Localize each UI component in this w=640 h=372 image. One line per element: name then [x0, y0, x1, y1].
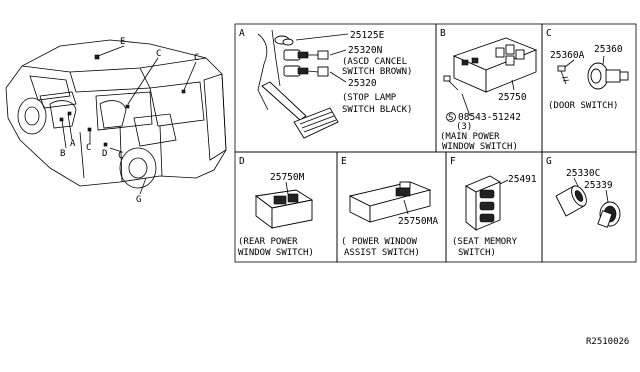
part-25330c: 25330C — [566, 168, 600, 179]
part-25491: 25491 — [508, 174, 537, 185]
callout-e: E — [120, 37, 125, 47]
part-25320n: 25320N — [348, 45, 383, 56]
callout-b: B — [60, 149, 65, 159]
panel-b: B 25750 S 08543-51242 (3) (MAIN POWER WI… — [440, 28, 538, 152]
panel-c-letter: C — [546, 28, 552, 39]
caption-d-1: (REAR POWER — [238, 237, 298, 247]
callout-c-3: C — [86, 143, 91, 153]
part-25360a: 25360A — [550, 50, 585, 61]
bolt-qty: (3) — [456, 122, 472, 132]
diagram-reference-code: R2510026 — [586, 337, 629, 347]
part-25339: 25339 — [584, 180, 613, 191]
part-25125e: 25125E — [350, 30, 385, 41]
caption-b-2: WINDOW SWITCH) — [442, 142, 518, 152]
panel-d: D 25750M (REAR POWER WINDOW SWITCH) — [238, 156, 314, 258]
callout-c-4: C — [118, 151, 123, 161]
bolt-symbol: S — [448, 113, 453, 123]
caption-d-2: WINDOW SWITCH) — [238, 248, 314, 258]
caption-f-2: SWITCH) — [458, 248, 496, 258]
part-25320: 25320 — [348, 78, 377, 89]
note-stop-2: SWITCH BLACK) — [342, 105, 412, 115]
panel-d-letter: D — [239, 156, 245, 167]
callout-g: G — [136, 195, 141, 205]
caption-f-1: (SEAT MEMORY — [452, 237, 518, 247]
panel-a: A 25125E 25320N (ASCD CANCEL SWITCH BROW… — [239, 28, 412, 139]
callout-a: A — [70, 139, 76, 149]
panel-e: E 25750MA ( POWER WINDOW ASSIST SWITCH) — [341, 156, 438, 258]
panel-b-letter: B — [440, 28, 446, 39]
note-stop-1: (STOP LAMP — [342, 93, 397, 103]
panel-c: C 25360A 25360 (DOOR SWITCH) — [546, 28, 629, 111]
part-25750: 25750 — [498, 92, 527, 103]
panel-g: G 25330C 25339 — [546, 156, 621, 228]
part-25360: 25360 — [594, 44, 623, 55]
note-ascd-1: (ASCD CANCEL — [342, 57, 407, 67]
caption-e-1: ( POWER WINDOW — [341, 237, 417, 247]
panel-e-letter: E — [341, 156, 347, 167]
caption-b-1: (MAIN POWER — [440, 132, 500, 142]
callout-d: D — [102, 149, 107, 159]
panel-frames — [234, 23, 637, 263]
panel-a-letter: A — [239, 28, 245, 39]
panel-g-letter: G — [546, 156, 552, 167]
caption-c: (DOOR SWITCH) — [548, 101, 618, 111]
part-25750ma: 25750MA — [398, 216, 438, 227]
vehicle-overview: E C C A B C D C G — [5, 37, 227, 205]
panel-f: F 25491 (SEAT MEMORY SWITCH) — [450, 156, 537, 258]
caption-e-2: ASSIST SWITCH) — [344, 248, 420, 258]
callout-c-1: C — [156, 49, 161, 59]
part-08543-51242: 08543-51242 — [458, 112, 521, 123]
panel-f-letter: F — [450, 156, 456, 167]
note-ascd-2: SWITCH BROWN) — [342, 67, 412, 77]
callout-c-2: C — [194, 53, 199, 63]
part-25750m: 25750M — [270, 172, 305, 183]
